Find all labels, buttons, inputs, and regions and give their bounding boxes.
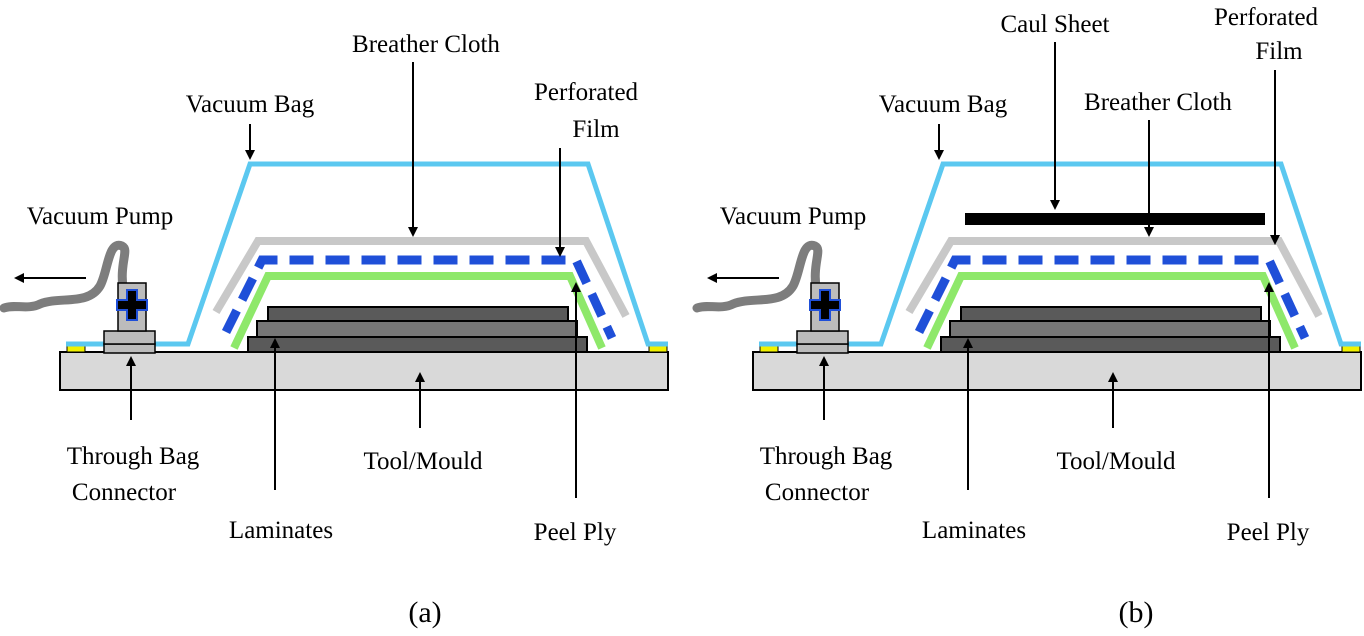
tool-mould <box>59 351 669 391</box>
label-vacuum-pump: Vacuum Pump <box>27 203 174 230</box>
label-laminates: Laminates <box>229 517 333 544</box>
caption-a: (a) <box>408 596 441 629</box>
cross-icon <box>809 289 841 321</box>
label-tool-mould: Tool/Mould <box>363 448 483 475</box>
label-perforated-film-line1: Perforated <box>534 79 639 106</box>
label-caul-sheet: Caul Sheet <box>1000 11 1109 38</box>
label-connector-line1: Through Bag <box>67 443 200 470</box>
label-connector-line2: Connector <box>72 479 177 506</box>
caul-sheet <box>965 213 1265 225</box>
perforated-film <box>221 255 617 340</box>
label-peel-ply: Peel Ply <box>1227 519 1310 546</box>
label-tool-mould: Tool/Mould <box>1056 448 1176 475</box>
vacuum-hose <box>0 240 130 313</box>
peel-ply <box>923 272 1299 350</box>
breather-cloth <box>905 237 1323 318</box>
label-perforated-film-line2: Film <box>1255 38 1303 65</box>
panel-b: Caul Sheet Vacuum Bag Breather Cloth Per… <box>692 4 1362 629</box>
label-vacuum-bag: Vacuum Bag <box>186 91 315 118</box>
label-vacuum-bag: Vacuum Bag <box>879 91 1008 118</box>
vacuum-hose <box>692 240 823 313</box>
label-perforated-film-line1: Perforated <box>1214 4 1319 31</box>
laminate-middle <box>256 320 578 338</box>
tool-mould <box>752 351 1362 391</box>
laminate-top <box>960 306 1262 322</box>
vacuum-bag <box>66 161 668 347</box>
through-bag-connector <box>103 282 156 354</box>
label-breather-cloth: Breather Cloth <box>1084 89 1232 116</box>
laminate-bottom <box>247 336 588 353</box>
label-peel-ply: Peel Ply <box>534 519 617 546</box>
label-connector-line1: Through Bag <box>760 443 893 470</box>
label-breather-cloth: Breather Cloth <box>352 31 500 58</box>
peel-ply <box>230 272 606 350</box>
cross-icon <box>116 289 148 321</box>
panel-a: Vacuum Bag Breather Cloth Perforated Fil… <box>0 31 669 629</box>
laminate-bottom <box>940 336 1281 353</box>
laminate-top <box>267 306 569 322</box>
vacuum-bag <box>759 161 1361 347</box>
perforated-film <box>914 255 1310 340</box>
label-vacuum-pump: Vacuum Pump <box>720 203 867 230</box>
label-connector-line2: Connector <box>765 479 870 506</box>
through-bag-connector <box>796 282 849 354</box>
breather-cloth <box>212 237 630 318</box>
caption-b: (b) <box>1119 596 1154 629</box>
laminate-middle <box>949 320 1271 338</box>
label-perforated-film-line2: Film <box>572 116 620 143</box>
label-laminates: Laminates <box>922 517 1026 544</box>
